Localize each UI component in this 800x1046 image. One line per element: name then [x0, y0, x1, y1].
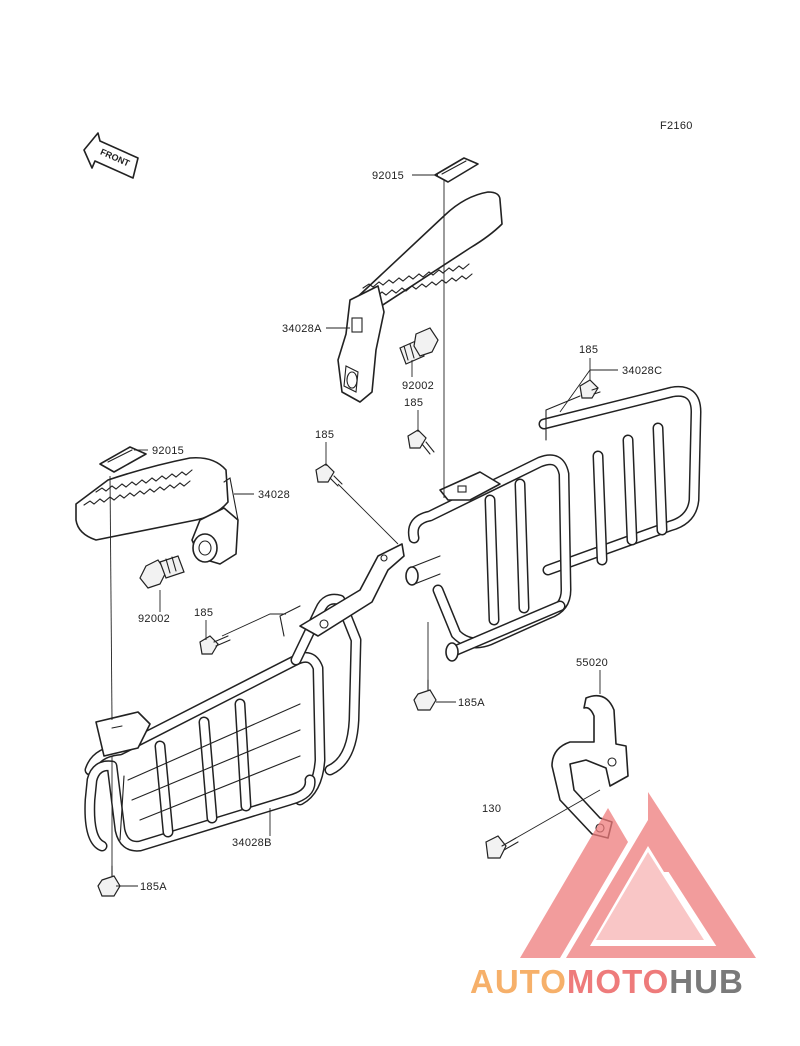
- bolt-185A-bottom: [97, 865, 121, 897]
- watermark-part1: AUTO: [470, 963, 567, 1000]
- label-34028A: 34028A: [282, 323, 322, 335]
- bolt-185A-mid: [413, 679, 437, 711]
- watermark-triangle-icon: [520, 792, 756, 958]
- label-55020: 55020: [576, 657, 608, 669]
- watermark-part3: HUB: [669, 963, 744, 1000]
- label-185-b: 185: [404, 397, 423, 409]
- watermark-text: AUTOMOTOHUB: [470, 963, 744, 1000]
- label-34028B: 34028B: [232, 837, 272, 849]
- label-92015-top: 92015: [372, 170, 404, 182]
- bolt-185-b: [407, 429, 435, 455]
- label-185-c: 185: [315, 429, 334, 441]
- bolt-185-d: [199, 635, 231, 655]
- bolt-185-c: [315, 463, 343, 487]
- watermark-logo: AUTOMOTOHUB: [470, 792, 756, 1000]
- label-130: 130: [482, 803, 501, 815]
- label-92002-top: 92002: [402, 380, 434, 392]
- figure-code: F2160: [660, 120, 693, 132]
- watermark-part2: MOTO: [567, 963, 669, 1000]
- label-92015-left: 92015: [152, 445, 184, 457]
- front-arrow-icon: FRONT: [83, 132, 139, 179]
- guard-34028C: [405, 385, 702, 662]
- label-185A-mid: 185A: [458, 697, 485, 709]
- bolt-185-a: [579, 379, 601, 399]
- footrest-34028A: [337, 191, 503, 403]
- leader-lines: [109, 174, 618, 887]
- bolt-92002-top: [399, 327, 439, 365]
- pad-92015-top: [434, 157, 479, 183]
- label-185A-bottom: 185A: [140, 881, 167, 893]
- label-92002-left: 92002: [138, 613, 170, 625]
- label-185-d: 185: [194, 607, 213, 619]
- pad-92015-left: [99, 446, 147, 473]
- label-34028C: 34028C: [622, 365, 662, 377]
- footrest-34028: [75, 456, 239, 565]
- bolt-92002-left: [139, 555, 185, 589]
- bolt-130: [485, 835, 519, 859]
- label-185-a: 185: [579, 344, 598, 356]
- guard-34028B: [84, 543, 405, 852]
- label-34028: 34028: [258, 489, 290, 501]
